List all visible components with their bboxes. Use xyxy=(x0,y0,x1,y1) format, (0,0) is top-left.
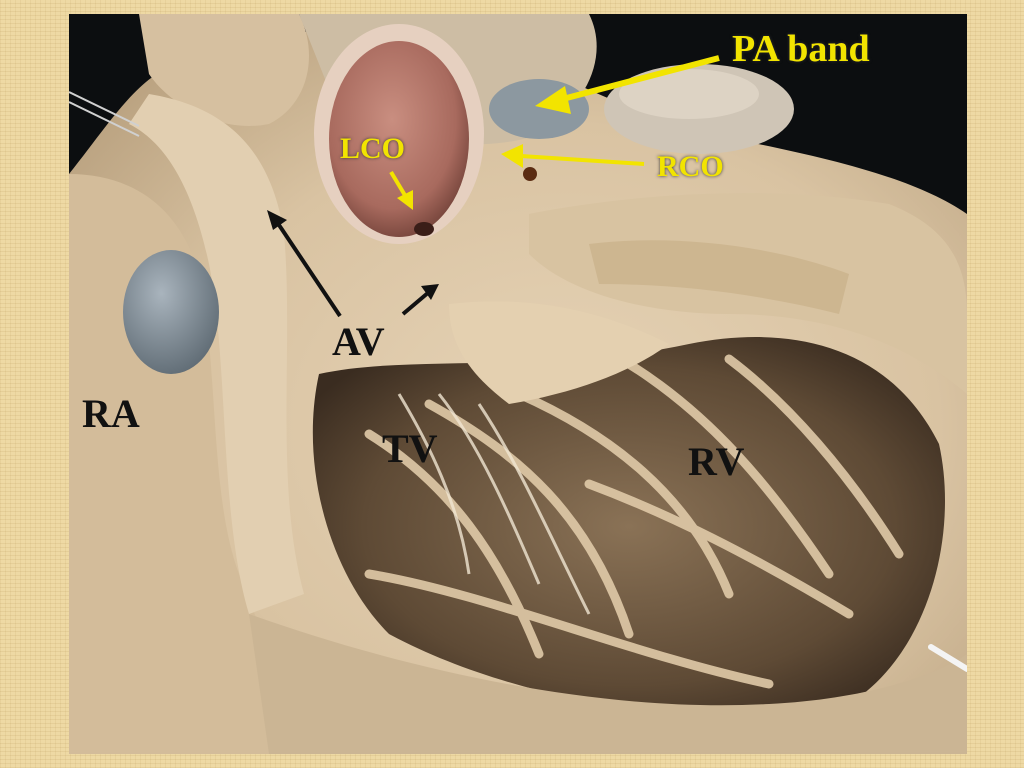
av-arrow-right xyxy=(401,284,439,316)
label-rco: RCO xyxy=(657,150,724,183)
label-pa-band: PA band xyxy=(732,28,870,70)
heart-specimen-photo: PA band LCO RCO AV RA TV RV xyxy=(69,14,967,754)
pa-band-arrow xyxy=(535,55,720,114)
label-rv: RV xyxy=(688,439,745,484)
label-lco: LCO xyxy=(340,132,406,165)
label-ra: RA xyxy=(82,391,140,436)
av-arrow-left xyxy=(267,210,342,318)
ra-blue-structure xyxy=(123,250,219,374)
specimen-illustration xyxy=(69,14,967,754)
label-tv: TV xyxy=(382,426,438,471)
label-av: AV xyxy=(332,319,385,364)
rco-arrow xyxy=(501,144,645,168)
lco-arrow xyxy=(389,170,413,210)
